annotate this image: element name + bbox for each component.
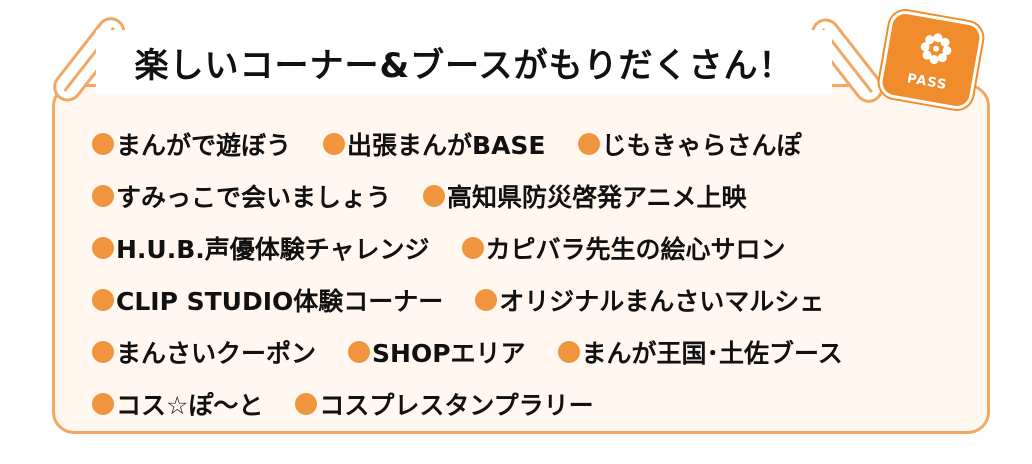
list-item: 高知県防災啓発アニメ上映 — [423, 178, 747, 214]
list-item: コス☆ぽ～と — [92, 386, 263, 422]
booth-label: じもきゃらさんぽ — [601, 131, 802, 160]
bullet-dot-icon — [92, 341, 114, 363]
booth-label: 高知県防災啓発アニメ上映 — [447, 183, 747, 212]
content-panel — [52, 84, 990, 434]
list-item: じもきゃらさんぽ — [577, 126, 802, 162]
bullet-dot-icon — [348, 341, 371, 363]
list-item: 出張まんがBASE — [323, 126, 546, 162]
list-item: H.U.B.声優体験チャレンジ — [92, 230, 430, 266]
list-item: まんさいクーポン — [92, 334, 316, 370]
booth-label: H.U.B.声優体験チャレンジ — [116, 235, 430, 264]
booth-label: すみっこで会いましょう — [116, 183, 392, 212]
bullet-dot-icon — [475, 289, 498, 311]
list-item: すみっこで会いましょう — [92, 178, 391, 214]
pass-badge: PASS — [877, 8, 985, 112]
booth-list: まんがで遊ぼう 出張まんがBASE じもきゃらさんぽ すみっこで会いましょう 高… — [92, 118, 875, 430]
list-item: CLIP STUDIO体験コーナー — [92, 282, 443, 318]
pass-badge-label: PASS — [905, 71, 949, 94]
booth-label: コスプレスタンプラリー — [319, 391, 594, 420]
booth-row: すみっこで会いましょう 高知県防災啓発アニメ上映 — [92, 170, 875, 222]
bullet-dot-icon — [92, 393, 114, 415]
bullet-dot-icon — [557, 341, 580, 363]
bullet-dot-icon — [92, 237, 114, 259]
pass-badge-box: PASS — [877, 8, 985, 112]
bullet-dot-icon — [577, 133, 600, 155]
booth-row: まんさいクーポン SHOPエリア まんが王国･土佐ブース — [92, 326, 875, 378]
booth-label: オリジナルまんさいマルシェ — [499, 287, 825, 316]
list-item: まんが王国･土佐ブース — [557, 334, 843, 370]
list-item: オリジナルまんさいマルシェ — [475, 282, 824, 318]
booth-label: まんさいクーポン — [116, 339, 317, 368]
list-item: カピバラ先生の絵心サロン — [461, 230, 786, 266]
list-item: コスプレスタンプラリー — [295, 386, 594, 422]
bullet-dot-icon — [92, 185, 114, 207]
bullet-dot-icon — [92, 133, 114, 155]
list-item: SHOPエリア — [348, 334, 526, 370]
booth-label: CLIP STUDIO体験コーナー — [116, 287, 444, 316]
booth-label: カピバラ先生の絵心サロン — [485, 235, 786, 264]
booth-row: CLIP STUDIO体験コーナー オリジナルまんさいマルシェ — [92, 274, 875, 326]
booth-label: まんが王国･土佐ブース — [581, 339, 843, 368]
flower-icon — [920, 33, 952, 65]
title-area: 楽しいコーナー&ブースがもりだくさん！ — [96, 30, 832, 94]
list-item: まんがで遊ぼう — [92, 126, 291, 162]
bullet-dot-icon — [295, 393, 318, 415]
bullet-dot-icon — [461, 237, 484, 259]
booth-label: SHOPエリア — [372, 339, 526, 368]
page-title: 楽しいコーナー&ブースがもりだくさん！ — [134, 45, 794, 86]
bullet-dot-icon — [92, 289, 114, 311]
booth-row: H.U.B.声優体験チャレンジ カピバラ先生の絵心サロン — [92, 222, 875, 274]
booth-label: まんがで遊ぼう — [116, 131, 292, 160]
bullet-dot-icon — [423, 185, 446, 207]
bullet-dot-icon — [323, 133, 346, 155]
booth-row: コス☆ぽ～と コスプレスタンプラリー — [92, 378, 875, 430]
booth-label: 出張まんがBASE — [347, 131, 546, 160]
booth-row: まんがで遊ぼう 出張まんがBASE じもきゃらさんぽ — [92, 118, 875, 170]
booth-label: コス☆ぽ～と — [116, 391, 264, 420]
